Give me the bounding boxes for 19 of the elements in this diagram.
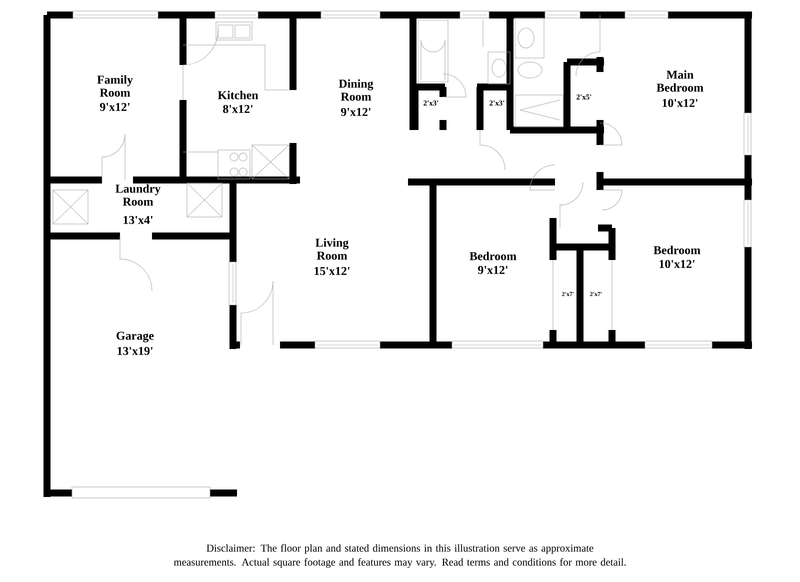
room-label: Kitchen (218, 90, 258, 100)
room-label: Dining Room (338, 79, 374, 101)
room-label: Main Bedroom (656, 70, 704, 92)
dimension-label: 15'x12' (314, 266, 350, 276)
dimension-label: 9'x12' (341, 108, 370, 116)
room-label: Bedroom (654, 246, 700, 254)
dimension-label: 13'x19' (118, 346, 152, 356)
dimension-label: 10'x12' (660, 260, 694, 268)
room-label: Garage (116, 332, 154, 342)
room-label: Family Room (97, 75, 133, 97)
dimension-label: 9'x12' (478, 266, 508, 274)
room-label: Bedroom (470, 252, 516, 260)
room-label: Laundry Room (116, 184, 161, 206)
dimension-label: 8'x12' (223, 104, 252, 114)
dimension-label: 9'x12' (100, 102, 130, 112)
dimension-label: 10'x12' (662, 98, 698, 108)
dimension-label: 13'x4' (124, 216, 152, 224)
room-label: Living Room (316, 238, 349, 260)
disclaimer-text: Disclaimer: The floor plan and stated dimensions in this illustration serve as approximate measurements. Actual square footage and features may vary. Read terms and conditions for more detail. (174, 544, 626, 568)
